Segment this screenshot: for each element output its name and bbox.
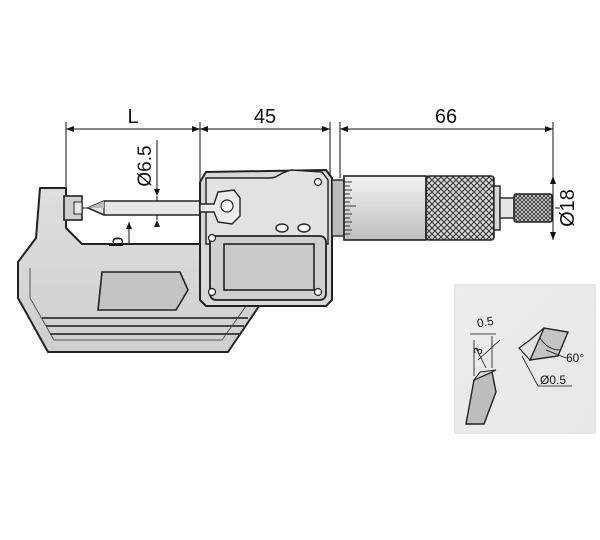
thimble-knurl [425, 175, 495, 241]
dim-label-dia18: Ø18 [557, 189, 579, 227]
dim-label-L: L [127, 106, 138, 128]
ratchet [493, 185, 553, 231]
dim-label-45: 45 [254, 106, 276, 128]
sleeve [331, 175, 427, 241]
spindle [86, 200, 201, 216]
anvil [63, 195, 83, 221]
screws [207, 177, 323, 297]
inset-label-angle: 60° [566, 351, 584, 365]
inset-label-tip-length: 3 [471, 346, 486, 356]
dim-label-66: 66 [435, 106, 457, 128]
inset-label-tip-width: 0.5 [476, 314, 495, 331]
button-left [275, 223, 289, 233]
micrometer-frame [17, 187, 271, 353]
lcd-screen [223, 243, 315, 291]
button-right [297, 223, 311, 233]
tip-detail-inset: 0.5 3 60° Ø0.5 [454, 284, 596, 434]
micrometer-body [199, 169, 333, 307]
inset-label-tip-diameter: Ø0.5 [540, 373, 566, 387]
dim-label-dia65: Ø6.5 [135, 145, 156, 186]
dim-label-b: b [107, 237, 128, 248]
